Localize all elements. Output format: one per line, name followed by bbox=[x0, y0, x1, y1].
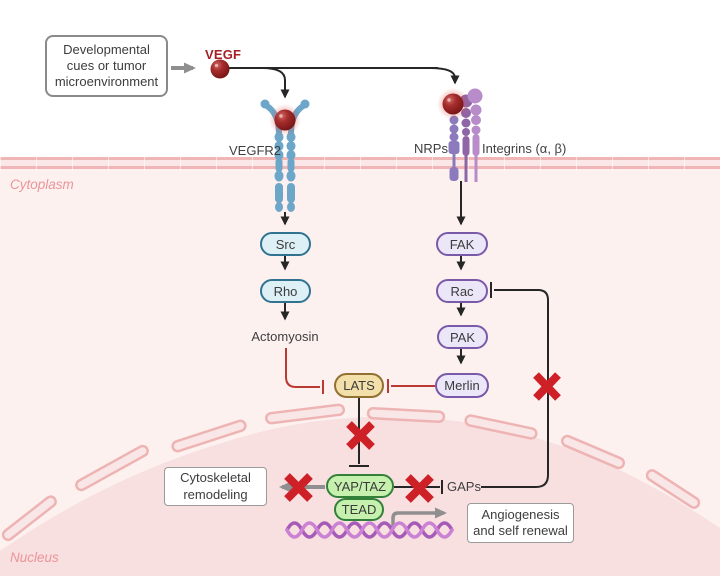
nrp-receptor bbox=[448, 115, 460, 181]
gaps-label: GAPs bbox=[447, 479, 481, 494]
cytoskeletal-remodeling-box: Cytoskeletal remodeling bbox=[164, 467, 267, 506]
vegfr2-label: VEGFR2 bbox=[229, 143, 282, 158]
signal-connectors bbox=[229, 67, 549, 494]
cross-lats-yaptaz bbox=[346, 421, 375, 450]
nuclear-envelope bbox=[1, 403, 701, 542]
cytoplasm-label: Cytoplasm bbox=[10, 177, 74, 192]
inhibition-connectors bbox=[285, 348, 435, 394]
node-rho: Rho bbox=[260, 279, 311, 303]
node-pak: PAK bbox=[437, 325, 488, 349]
cross-cytoskeletal bbox=[284, 473, 313, 502]
nucleus-label: Nucleus bbox=[10, 550, 59, 565]
node-rac: Rac bbox=[436, 279, 488, 303]
cross-feedback-rac bbox=[533, 372, 561, 401]
node-tead: TEAD bbox=[334, 498, 384, 521]
stimulus-box: Developmental cues or tumor microenviron… bbox=[45, 35, 168, 97]
blocked-cross-marks bbox=[284, 372, 561, 503]
angiogenesis-box: Angiogenesis and self renewal bbox=[467, 503, 574, 543]
vegf-ligand-sphere bbox=[210, 59, 230, 79]
node-merlin: Merlin bbox=[435, 373, 489, 398]
dna-helix bbox=[285, 521, 454, 539]
integrins-label: Integrins (α, β) bbox=[482, 141, 567, 156]
node-lats: LATS bbox=[334, 373, 384, 398]
membrane-ticks bbox=[0, 156, 720, 171]
node-fak: FAK bbox=[436, 232, 488, 256]
nrps-label: NRPs bbox=[414, 141, 448, 156]
plasma-membrane bbox=[0, 156, 720, 171]
node-src: Src bbox=[260, 232, 311, 256]
vegf-bound-vegfr2-sphere bbox=[269, 104, 301, 136]
cross-gaps bbox=[405, 474, 434, 503]
node-yap-taz: YAP/TAZ bbox=[326, 474, 394, 498]
transcription-arrow bbox=[391, 507, 447, 529]
actomyosin-label: Actomyosin bbox=[251, 329, 319, 344]
vegf-bound-nrp-sphere bbox=[437, 88, 469, 120]
vegf-label: VEGF bbox=[205, 47, 242, 62]
